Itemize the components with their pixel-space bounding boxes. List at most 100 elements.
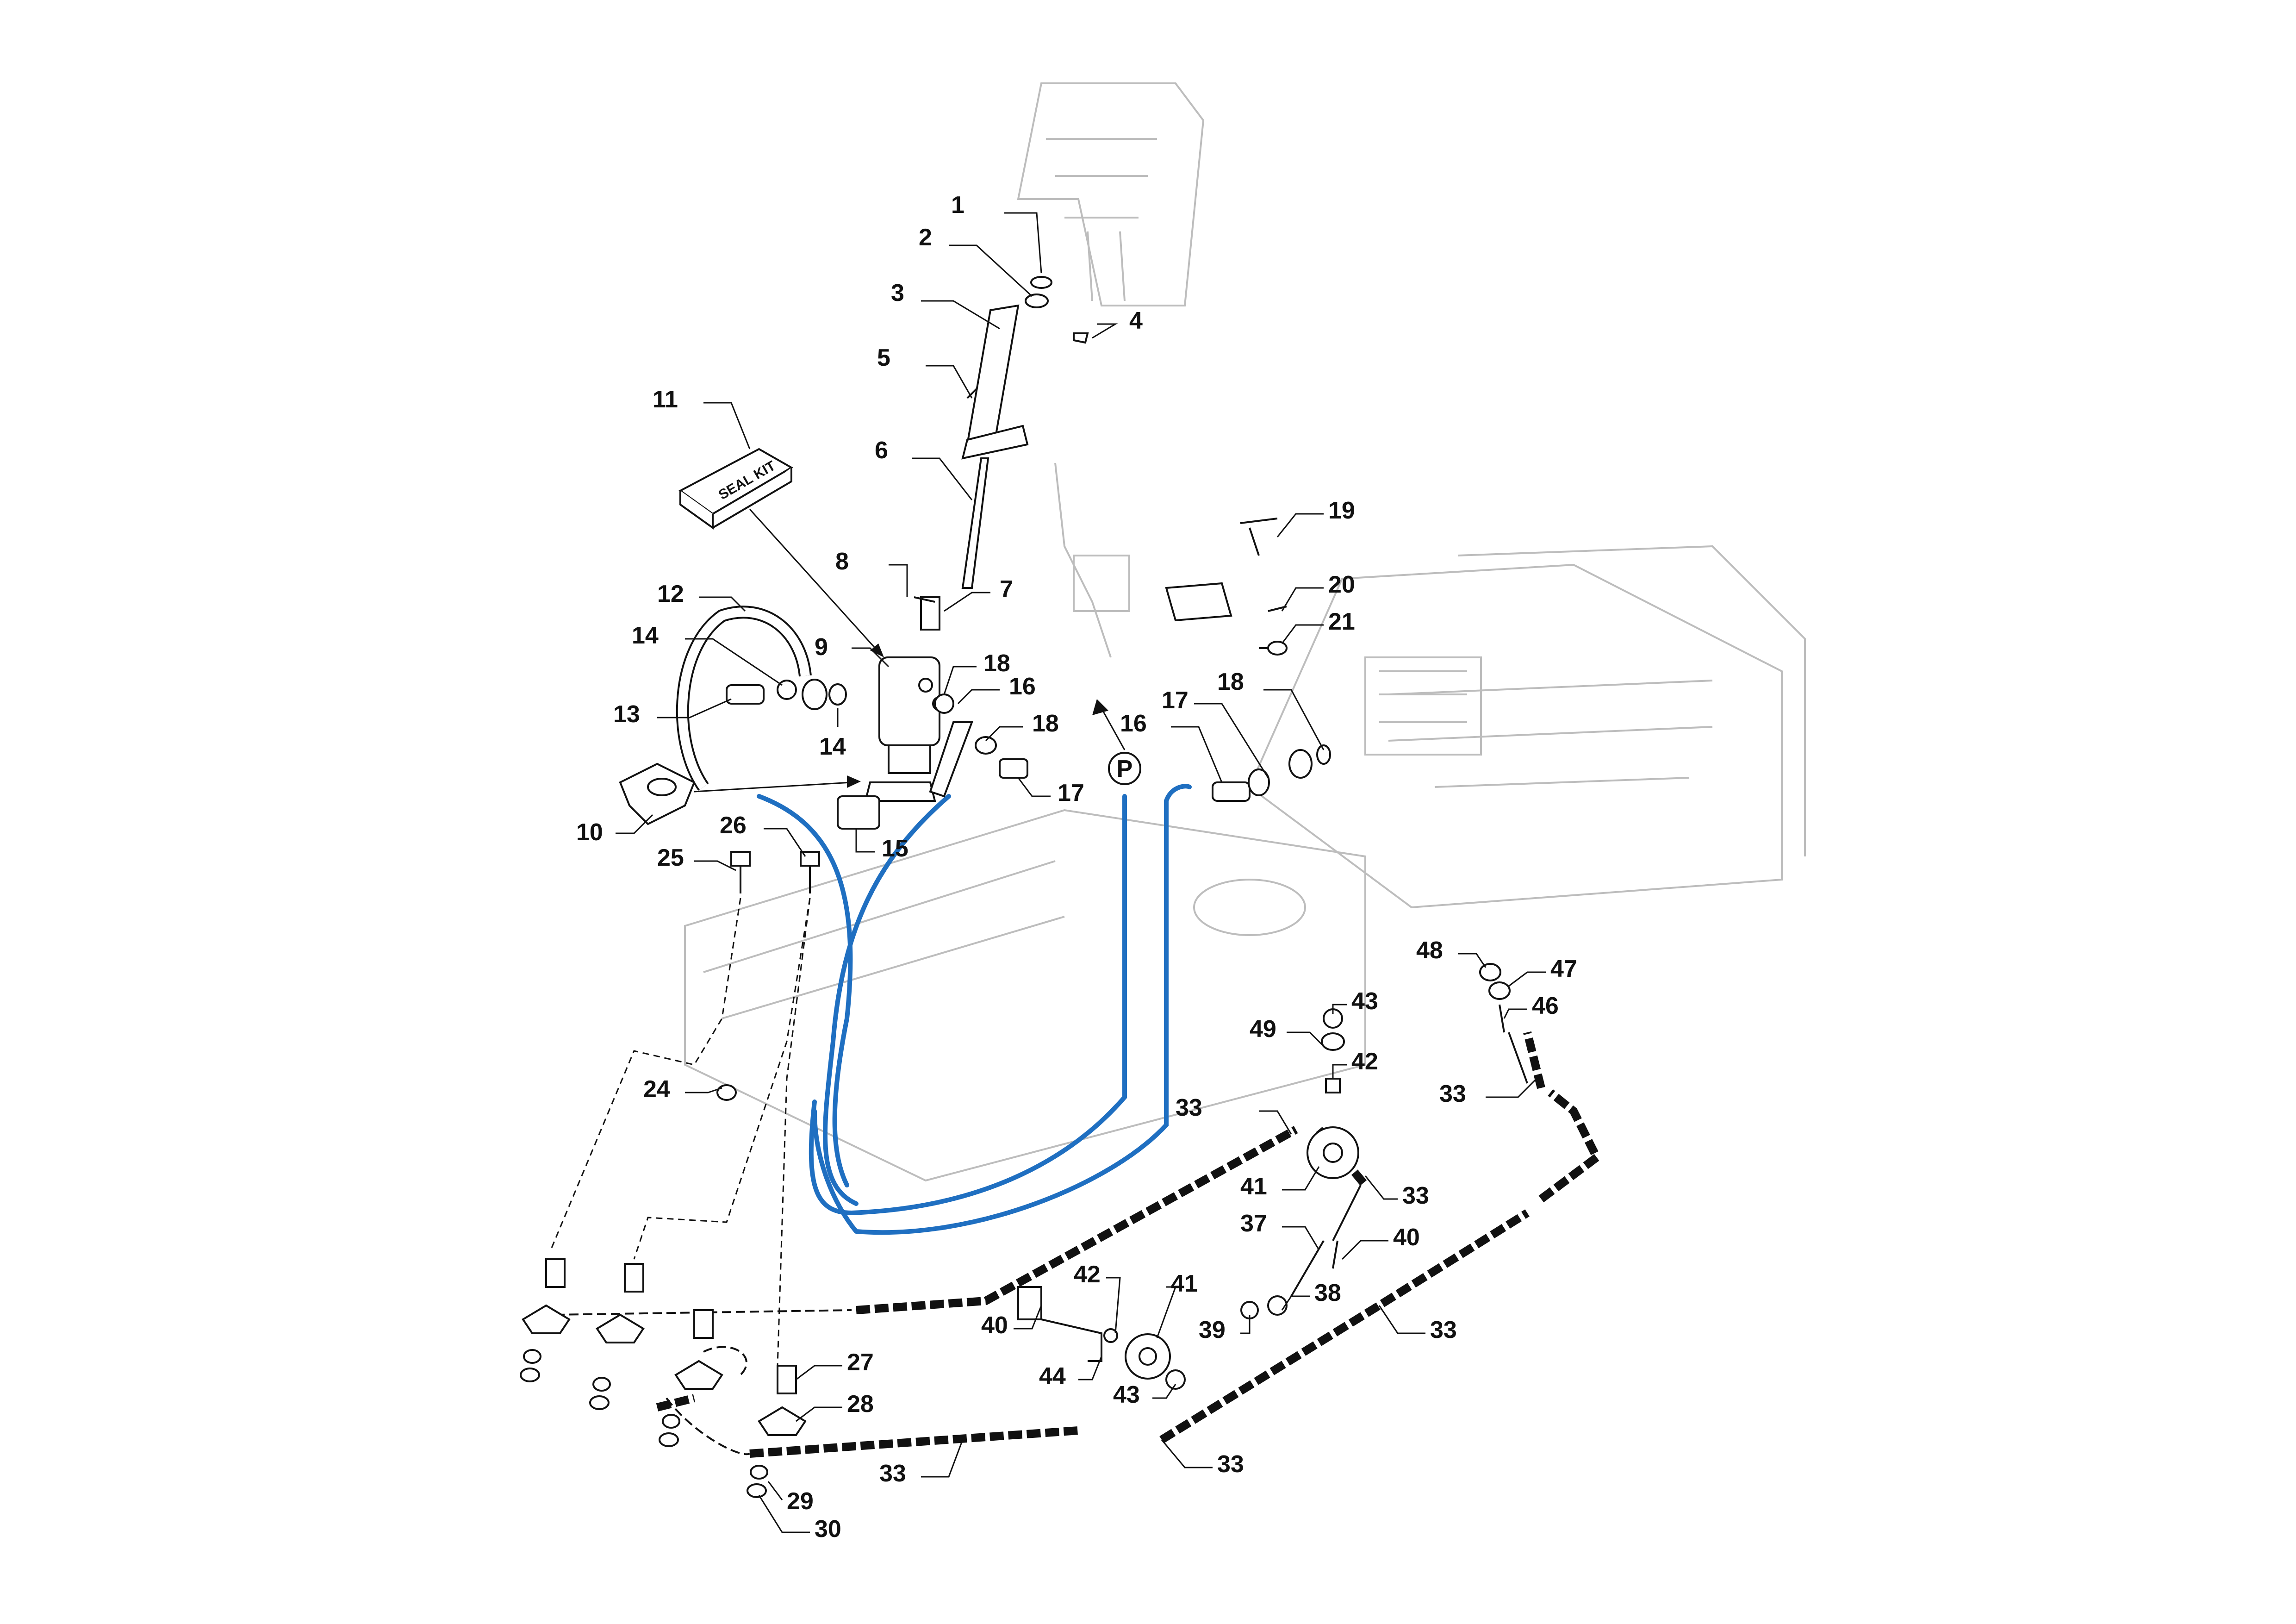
callout-27: 27 bbox=[796, 1349, 874, 1380]
callout-2: 2 bbox=[919, 224, 1033, 297]
callout-30: 30 bbox=[758, 1495, 841, 1543]
callout-33e: 33 bbox=[1161, 1439, 1244, 1478]
callout-5: 5 bbox=[877, 344, 973, 399]
callout-label: 33 bbox=[1439, 1081, 1466, 1107]
callout-label: 4 bbox=[1129, 307, 1143, 334]
callout-49: 49 bbox=[1250, 1016, 1325, 1047]
steering-column-parts bbox=[914, 276, 1089, 631]
callout-33d: 33 bbox=[1378, 1305, 1457, 1343]
callout-label: 13 bbox=[613, 701, 640, 728]
callout-label: 28 bbox=[847, 1391, 874, 1418]
callout-18b: 18 bbox=[985, 710, 1059, 742]
callout-9: 9 bbox=[815, 634, 890, 668]
callout-label: 42 bbox=[1074, 1261, 1101, 1288]
callout-43b: 43 bbox=[1113, 1381, 1176, 1408]
p-marker: P bbox=[1092, 699, 1141, 785]
callout-label: 27 bbox=[847, 1349, 874, 1376]
callout-label: 25 bbox=[657, 844, 684, 871]
callout-label: 47 bbox=[1550, 956, 1577, 982]
callout-20: 20 bbox=[1281, 571, 1355, 612]
callout-label: 26 bbox=[720, 812, 747, 839]
callout-19: 19 bbox=[1276, 497, 1355, 537]
callout-label: 46 bbox=[1532, 993, 1559, 1019]
callout-label: 37 bbox=[1240, 1210, 1267, 1237]
callout-label: 3 bbox=[891, 280, 904, 306]
callout-44: 44 bbox=[1039, 1356, 1102, 1390]
return-hose bbox=[676, 606, 847, 791]
callout-label: 18 bbox=[1032, 710, 1059, 737]
callout-label: 16 bbox=[1120, 710, 1147, 737]
callout-label: 17 bbox=[1162, 687, 1188, 714]
callout-7: 7 bbox=[944, 576, 1013, 612]
callout-label: 14 bbox=[632, 622, 659, 649]
callout-8: 8 bbox=[835, 548, 908, 597]
callout-label: 38 bbox=[1314, 1280, 1341, 1306]
callout-label: 20 bbox=[1328, 571, 1355, 598]
callout-43a: 43 bbox=[1332, 988, 1378, 1015]
right-fittings bbox=[929, 693, 1331, 802]
callout-16a: 16 bbox=[957, 673, 1036, 705]
callout-label: 33 bbox=[1430, 1317, 1457, 1343]
callout-label: 12 bbox=[657, 581, 684, 607]
callout-label: 21 bbox=[1328, 608, 1355, 635]
callout-40b: 40 bbox=[1341, 1224, 1420, 1260]
callout-label: 33 bbox=[1217, 1451, 1244, 1478]
callout-48: 48 bbox=[1416, 937, 1487, 968]
callout-16b: 16 bbox=[1120, 710, 1223, 783]
callout-33f: 33 bbox=[879, 1439, 964, 1487]
callout-33a: 33 bbox=[1176, 1094, 1292, 1135]
callout-label: 18 bbox=[983, 650, 1010, 677]
callout-label: 29 bbox=[787, 1488, 814, 1515]
bolts-fasteners bbox=[730, 518, 1288, 893]
callout-46: 46 bbox=[1503, 993, 1559, 1019]
callout-label: 16 bbox=[1009, 673, 1036, 700]
callout-17b: 17 bbox=[1162, 687, 1269, 778]
callout-label: 33 bbox=[879, 1460, 906, 1487]
callouts: 1 2 3 4 5 6 7 8 bbox=[576, 192, 1577, 1543]
callout-label: 41 bbox=[1240, 1173, 1267, 1200]
callout-18c: 18 bbox=[1217, 668, 1325, 750]
callout-41a: 41 bbox=[1240, 1166, 1320, 1200]
sprocket-10 bbox=[619, 762, 861, 825]
callout-label: 48 bbox=[1416, 937, 1443, 964]
callout-label: 1 bbox=[951, 192, 964, 219]
callout-38: 38 bbox=[1281, 1280, 1341, 1311]
callout-label: 6 bbox=[875, 437, 888, 464]
callout-41b: 41 bbox=[1156, 1270, 1198, 1338]
ghost-valve-block bbox=[1364, 656, 1482, 756]
callout-29: 29 bbox=[767, 1481, 814, 1515]
callout-17a: 17 bbox=[1017, 777, 1084, 806]
callout-11: 11 bbox=[653, 386, 751, 450]
callout-label: 42 bbox=[1351, 1048, 1378, 1075]
callout-33c: 33 bbox=[1439, 1073, 1542, 1107]
callout-label: 9 bbox=[815, 634, 828, 661]
idlers-left bbox=[520, 1084, 807, 1498]
callout-15: 15 bbox=[855, 829, 908, 862]
callout-39: 39 bbox=[1199, 1315, 1251, 1343]
callout-label: 17 bbox=[1058, 780, 1084, 806]
callout-label: 8 bbox=[835, 548, 849, 575]
callout-10: 10 bbox=[576, 814, 653, 846]
callout-47: 47 bbox=[1508, 956, 1577, 987]
alignment-lines bbox=[550, 898, 811, 1366]
callout-label: 41 bbox=[1171, 1270, 1198, 1297]
callout-4: 4 bbox=[1092, 307, 1143, 339]
callout-18a: 18 bbox=[943, 650, 1010, 695]
callout-label: 14 bbox=[819, 733, 846, 760]
callout-3: 3 bbox=[891, 280, 1000, 330]
sprockets bbox=[1017, 1126, 1359, 1380]
ghost-steering-column bbox=[1017, 82, 1205, 306]
callout-label: 24 bbox=[643, 1076, 670, 1103]
callout-42a: 42 bbox=[1332, 1048, 1378, 1079]
callout-label: 33 bbox=[1176, 1094, 1202, 1121]
callout-label: 30 bbox=[815, 1516, 841, 1543]
callout-label: 15 bbox=[882, 835, 908, 862]
callout-33b: 33 bbox=[1364, 1175, 1429, 1209]
callout-label: 10 bbox=[576, 819, 603, 846]
callout-12: 12 bbox=[657, 581, 746, 612]
callout-label: 40 bbox=[1393, 1224, 1420, 1251]
callout-28: 28 bbox=[796, 1391, 874, 1422]
callout-label: 7 bbox=[1000, 576, 1013, 603]
hydraulic-motor-assembly bbox=[837, 656, 947, 830]
